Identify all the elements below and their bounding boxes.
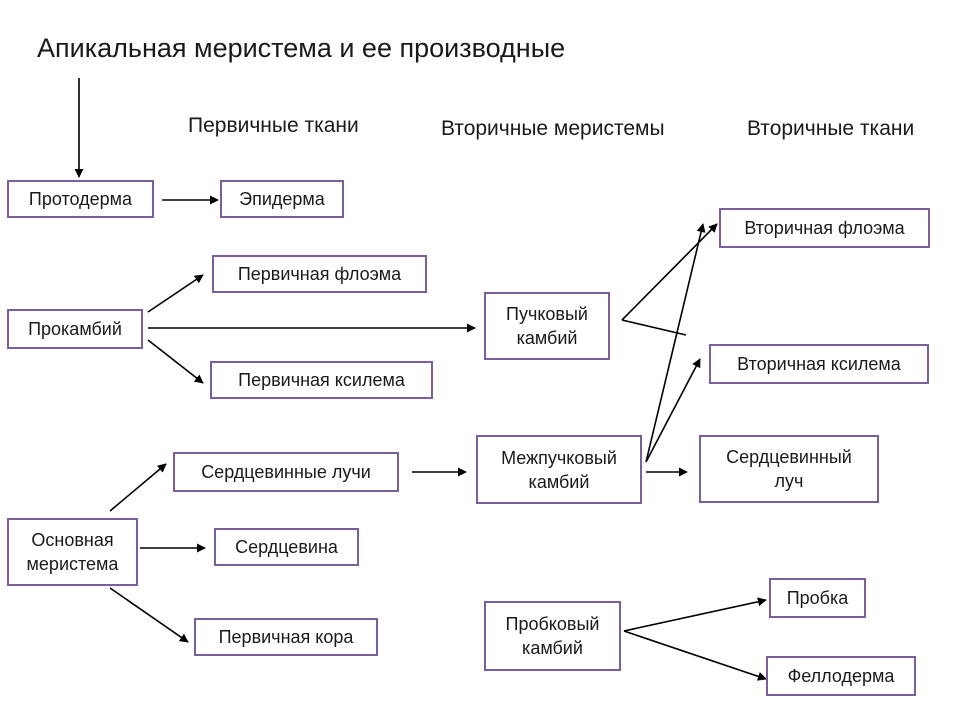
arrow-fascicular-to-secondary-xylem-segment — [621, 319, 687, 336]
column-header-secondary-tissues: Вторичные ткани — [747, 117, 915, 140]
node-fascicular-cambium: Пучковый камбий — [484, 292, 610, 360]
node-protoderm: Протодерма — [7, 180, 154, 218]
node-epiderm: Эпидерма — [220, 180, 344, 218]
arrow-ground-to-pith-rays — [109, 463, 167, 512]
node-primary-cortex: Первичная кора — [194, 618, 378, 656]
node-primary-xylem: Первичная ксилема — [210, 361, 433, 399]
node-pith-ray: Сердцевинный луч — [699, 435, 879, 503]
arrow-interfascicular-to-secondary-xylem — [645, 358, 701, 463]
arrow-ground-to-primary-cortex — [109, 587, 189, 643]
node-ground-meristem: Основная меристема — [7, 518, 138, 586]
arrow-fascicular-to-secondary-phloem — [621, 223, 718, 321]
arrow-procambium-to-primary-xylem — [147, 339, 204, 384]
node-primary-phloem: Первичная флоэма — [212, 255, 427, 293]
arrow-procambium-to-primary-phloem — [147, 274, 204, 313]
arrow-cork-cambium-to-cork — [623, 597, 767, 632]
node-pith-rays: Сердцевинные лучи — [173, 452, 399, 492]
diagram-title: Апикальная меристема и ее производные — [37, 33, 566, 63]
node-phelloderm: Феллодерма — [766, 656, 916, 696]
node-secondary-phloem: Вторичная флоэма — [719, 208, 930, 248]
node-pith: Сердцевина — [214, 528, 359, 566]
node-procambium: Прокамбий — [7, 309, 143, 349]
node-cork-cambium: Пробковый камбий — [484, 601, 621, 671]
node-cork: Пробка — [769, 578, 866, 618]
column-header-primary-tissues: Первичные ткани — [188, 114, 359, 137]
node-interfascicular-cambium: Межпучковый камбий — [476, 435, 642, 504]
arrow-interfascicular-to-secondary-phloem — [645, 223, 706, 463]
node-secondary-xylem: Вторичная ксилема — [709, 344, 929, 384]
column-header-secondary-meristems: Вторичные меристемы — [441, 117, 665, 140]
arrow-cork-cambium-to-phelloderm — [623, 630, 767, 681]
